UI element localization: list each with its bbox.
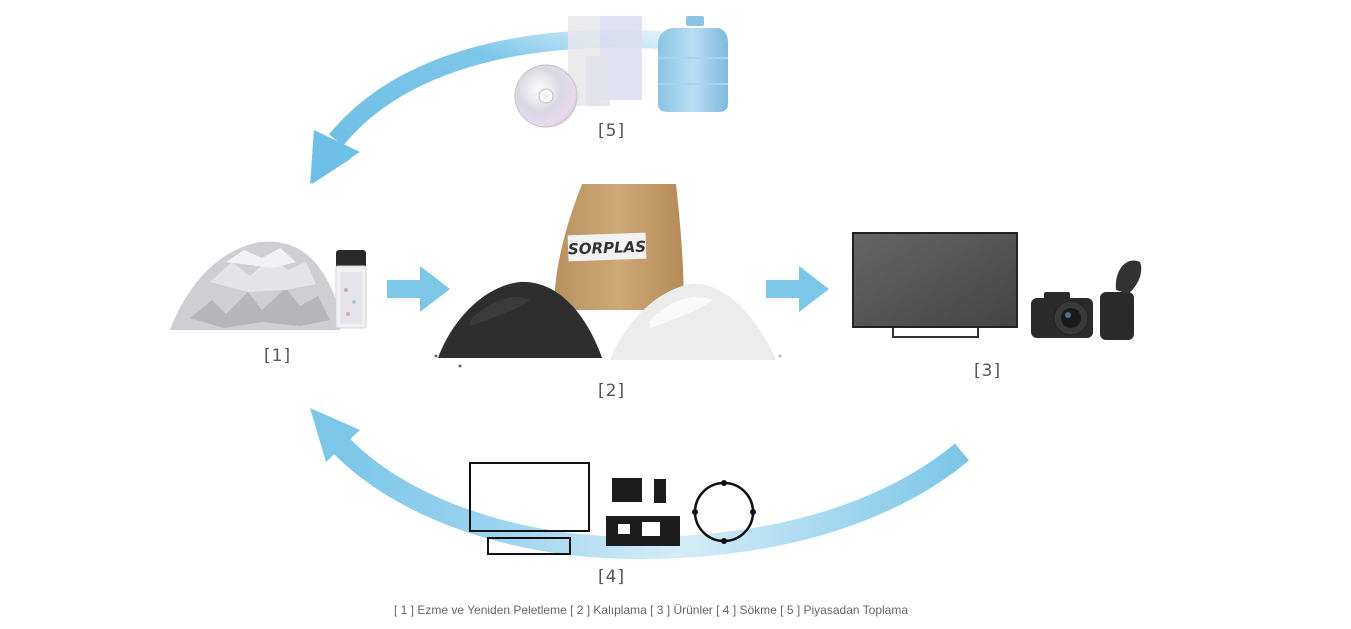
circuit-board-icon-1 bbox=[612, 478, 642, 502]
step-label-3: [3] bbox=[974, 361, 1002, 381]
bottom-curved-arrow-icon bbox=[310, 408, 970, 560]
step-label-5: [5] bbox=[598, 121, 626, 141]
tv-stand-icon bbox=[487, 537, 571, 555]
water-jug-icon bbox=[658, 16, 728, 112]
right-arrow-icon-2 bbox=[766, 266, 829, 312]
collected-products-group bbox=[514, 16, 728, 128]
dark-pellet-pile bbox=[438, 281, 602, 358]
step-label-1: [1] bbox=[264, 346, 292, 366]
crushed-plastic-group bbox=[170, 241, 367, 330]
bag-label: SORPLAS bbox=[568, 238, 647, 259]
cd-icon bbox=[514, 64, 578, 128]
disassembled-parts-group bbox=[469, 462, 756, 555]
circuit-board-icon-2 bbox=[654, 479, 666, 503]
right-arrow-icon-1 bbox=[387, 266, 450, 312]
tv-icon bbox=[852, 232, 1018, 338]
tv-frame-icon bbox=[469, 462, 590, 532]
headphone-case-icon bbox=[1100, 260, 1142, 340]
step-label-4: [4] bbox=[598, 567, 626, 587]
sorplas-bag-icon: SORPLAS bbox=[554, 184, 684, 310]
figure-caption: [ 1 ] Ezme ve Yeniden Peletleme [ 2 ] Ka… bbox=[393, 603, 909, 617]
circuit-board-icon-3 bbox=[606, 516, 680, 546]
camera-icon bbox=[1031, 292, 1093, 338]
step-label-2: [2] bbox=[598, 381, 626, 401]
sorplas-pellets-group: SORPLAS bbox=[434, 184, 782, 368]
white-pellet-pile bbox=[610, 283, 776, 360]
products-group bbox=[852, 232, 1142, 340]
pellet-jar-icon bbox=[335, 250, 367, 329]
